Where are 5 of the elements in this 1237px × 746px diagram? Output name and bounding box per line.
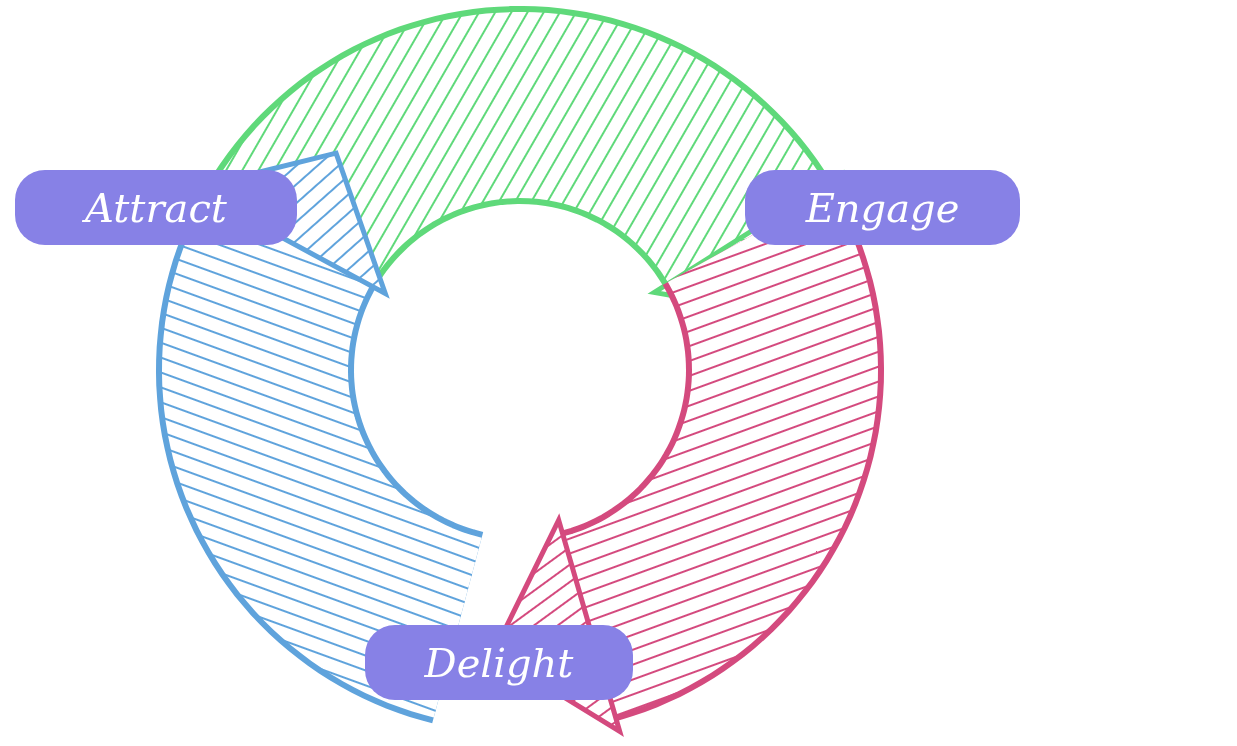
stage-label: Delight: [424, 639, 574, 686]
stage-label: Engage: [805, 184, 960, 231]
label-pill: [365, 625, 633, 700]
label-pill: [745, 170, 1020, 245]
label-pill: [15, 170, 297, 245]
